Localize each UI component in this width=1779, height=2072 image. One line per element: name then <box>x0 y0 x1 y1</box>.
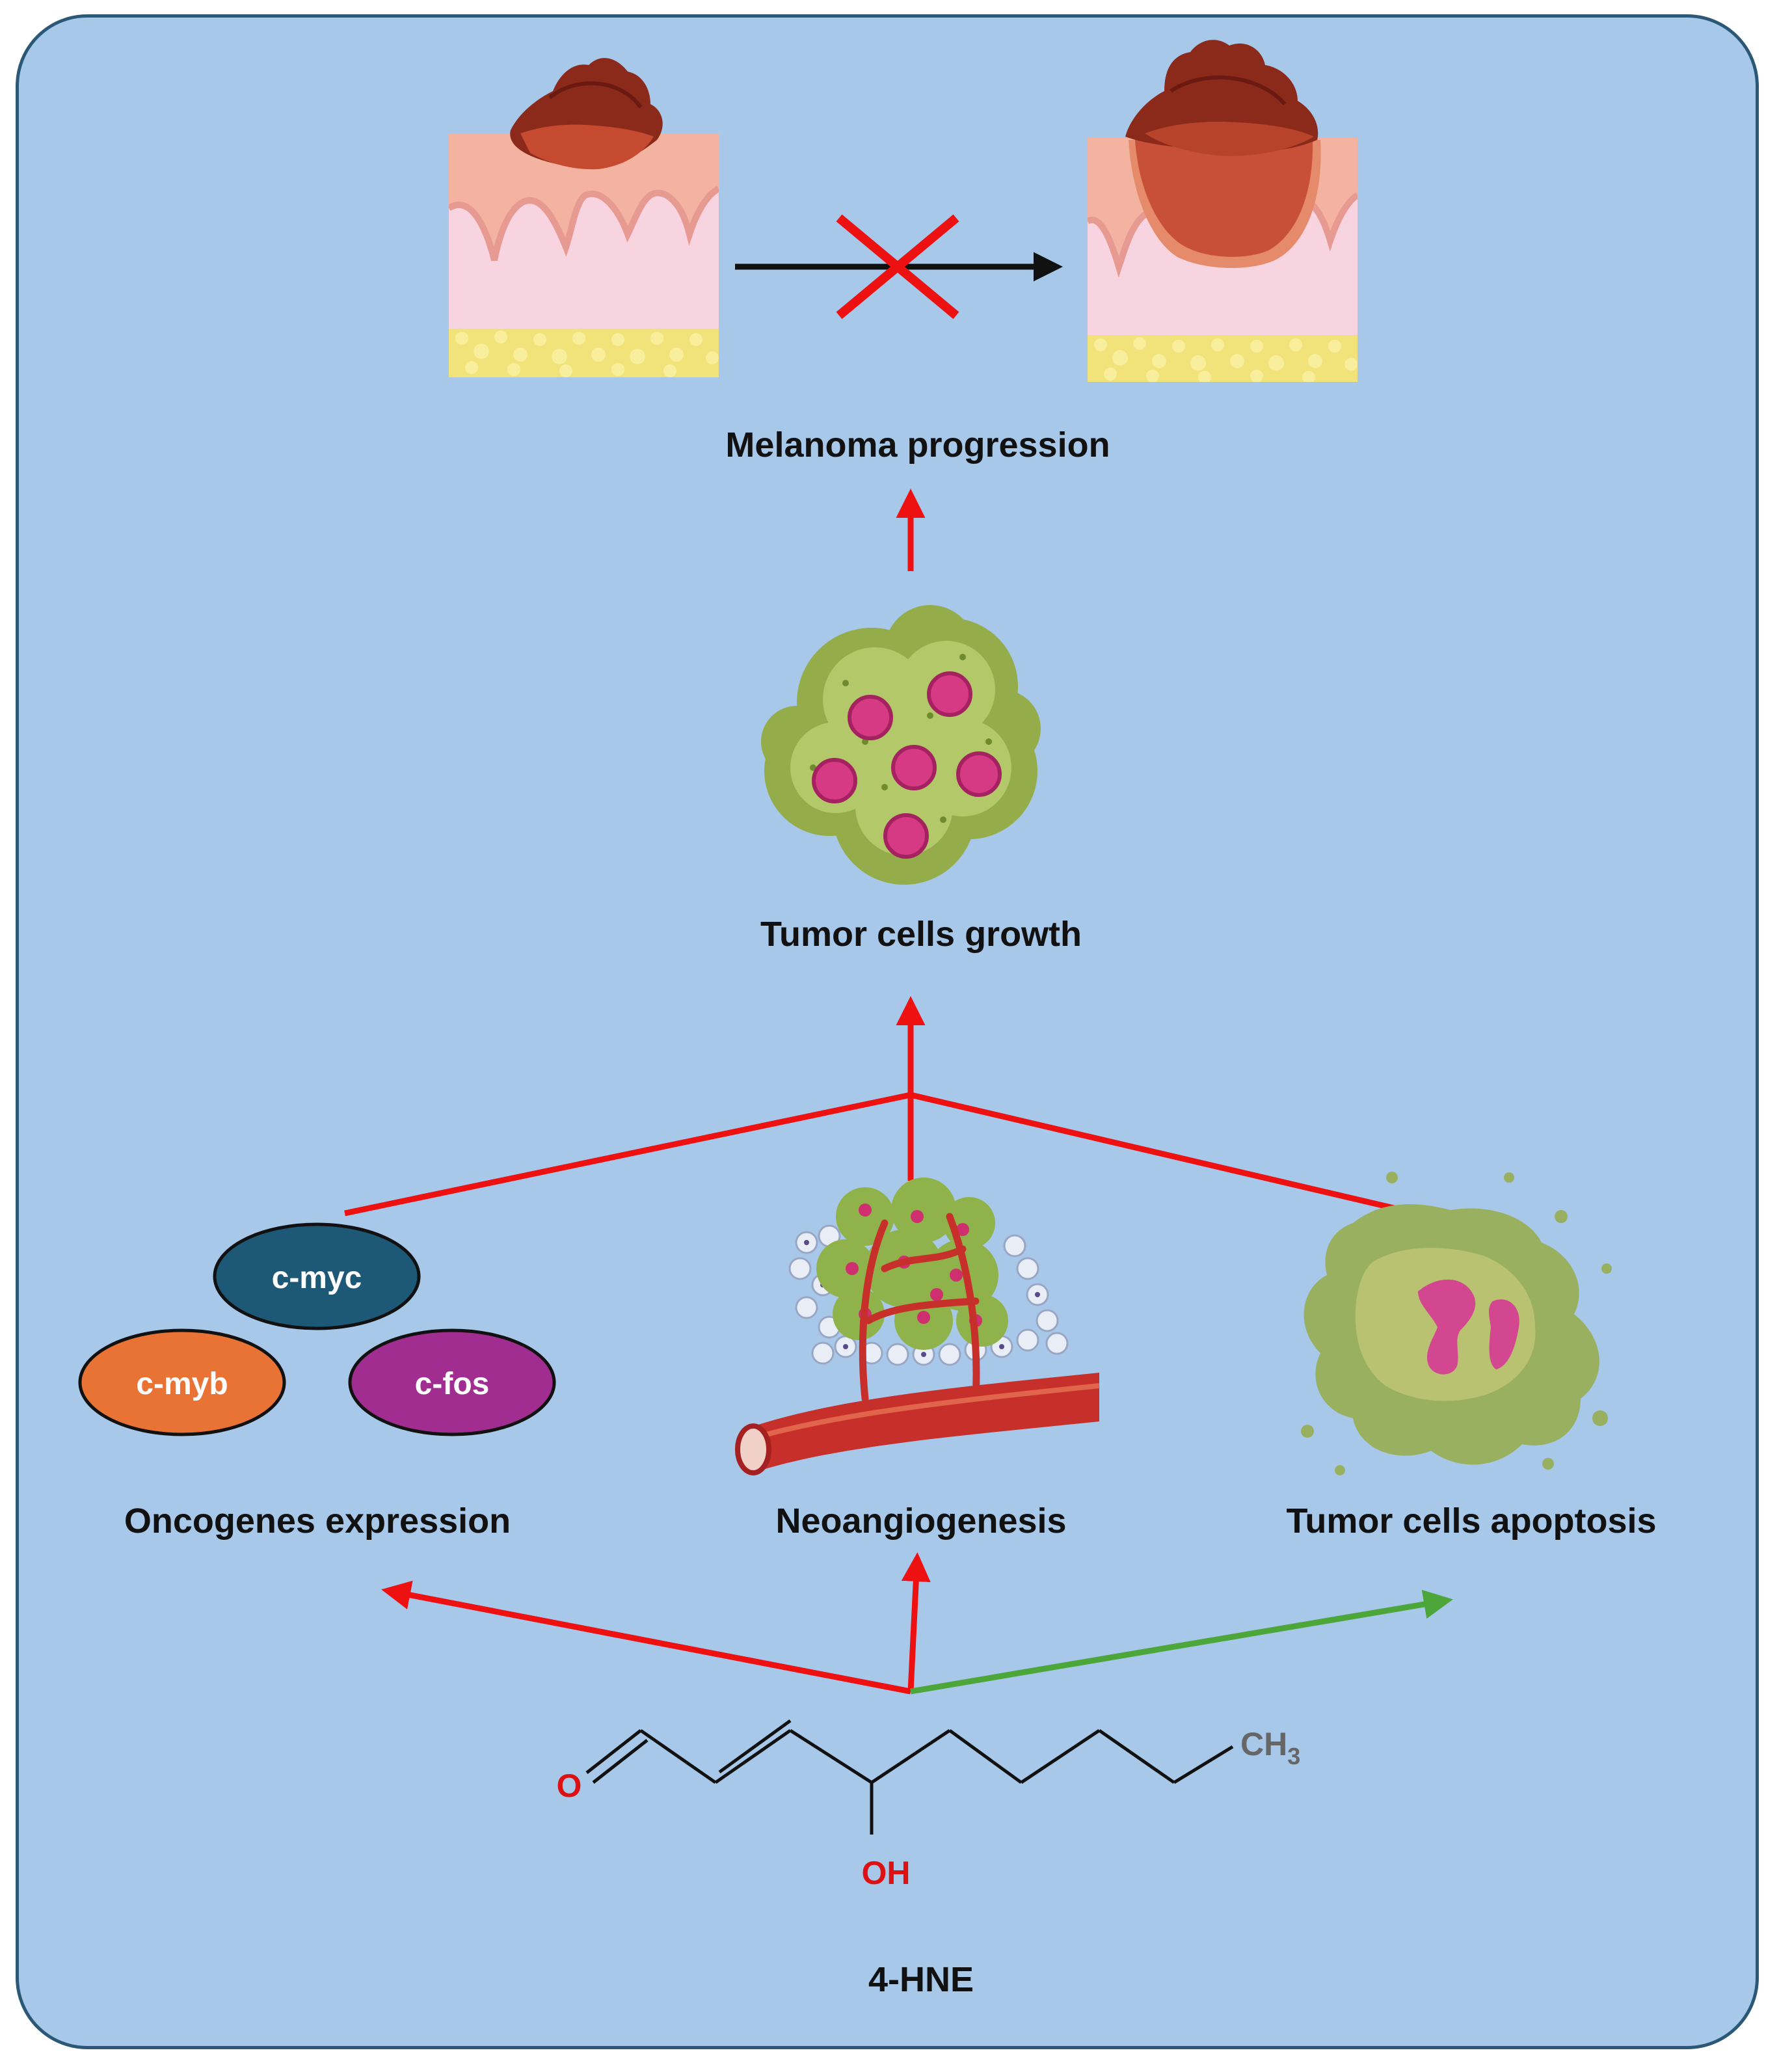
atom-methyl-label: CH3 <box>1240 1726 1300 1769</box>
atom-hydroxyl-label: OH <box>862 1855 911 1891</box>
blocked-x-icon <box>836 214 959 319</box>
tumor-cells-apoptosis-label: Tumor cells apoptosis <box>1286 1501 1657 1541</box>
arrow-hne-to-neoangiogenesis <box>901 1552 931 1692</box>
arrow-hne-to-oncogenes <box>381 1580 911 1695</box>
hne-compound-label: 4-HNE <box>868 1960 974 1999</box>
oncogene-c-myc: c-myc <box>213 1222 421 1330</box>
diagram-frame <box>16 14 1759 2049</box>
oncogenes-expression-label: Oncogenes expression <box>124 1501 511 1541</box>
skin-advanced-melanoma-icon <box>1088 40 1358 382</box>
apoptotic-cell-icon <box>1301 1172 1612 1475</box>
c-myc-label: c-myc <box>272 1261 362 1295</box>
c-fos-label: c-fos <box>415 1367 490 1401</box>
atom-oxygen-label: O <box>557 1768 582 1804</box>
c-myb-label: c-myb <box>136 1367 228 1401</box>
oncogene-c-fos: c-fos <box>348 1328 556 1436</box>
hne-molecule <box>585 1719 1234 1835</box>
neoangiogenesis-label: Neoangiogenesis <box>775 1501 1067 1541</box>
skin-early-melanoma-icon <box>449 58 719 377</box>
tumor-cells-growth-label: Tumor cells growth <box>760 915 1082 954</box>
effects-converging-lines <box>344 1092 1445 1223</box>
melanoma-progression-label: Melanoma progression <box>725 425 1110 464</box>
hne-arrows <box>381 1552 1453 1695</box>
tumor-cells-cluster-icon <box>761 605 1041 885</box>
neoangiogenesis-icon <box>735 1177 1100 1475</box>
arrow-hne-to-apoptosis <box>910 1589 1453 1695</box>
oncogene-c-myb: c-myb <box>78 1328 286 1436</box>
